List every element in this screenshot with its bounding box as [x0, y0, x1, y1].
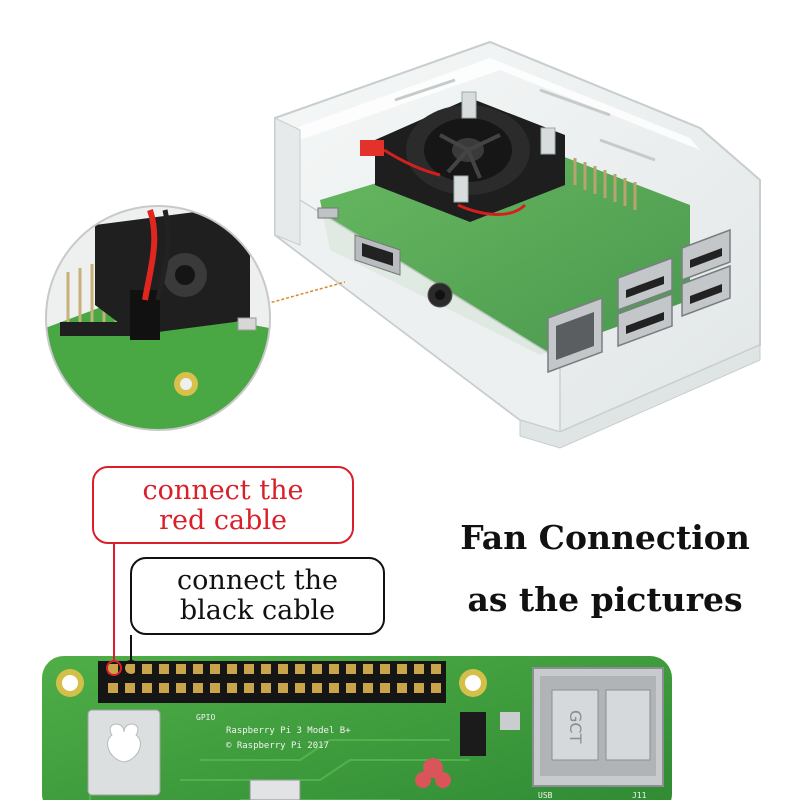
- board-model-text: Raspberry Pi 3 Model B+: [226, 726, 351, 736]
- gpio-pin: [261, 664, 271, 674]
- connector-label: J11: [632, 791, 647, 800]
- gpio-pin: [176, 664, 186, 674]
- gpio-pin: [295, 683, 305, 693]
- black-callout-line-1: connect the: [177, 565, 338, 596]
- gpio-pin: [176, 683, 186, 693]
- red-cable-callout: connect the red cable: [92, 466, 354, 544]
- black-callout-line-2: black cable: [179, 595, 336, 626]
- gpio-label: GPIO: [196, 713, 215, 722]
- gpio-pin: [312, 683, 322, 693]
- gpio-pin: [363, 664, 373, 674]
- gpio-pin: [397, 683, 407, 693]
- gpio-pin: [329, 683, 339, 693]
- gpio-pin: [278, 664, 288, 674]
- gpio-pin: [431, 683, 441, 693]
- usb-brand-text: GCT: [566, 710, 585, 744]
- gpio-pins: [108, 664, 441, 693]
- gpio-pin: [346, 683, 356, 693]
- gpio-pin: [295, 664, 305, 674]
- gpio-pin: [244, 683, 254, 693]
- red-callout-line-1: connect the: [142, 475, 304, 506]
- black-cable-callout: connect the black cable: [130, 557, 385, 635]
- gpio-pin: [193, 683, 203, 693]
- gpio-pin: [414, 683, 424, 693]
- board-copyright-text: © Raspberry Pi 2017: [226, 741, 329, 751]
- gpio-pin: [142, 664, 152, 674]
- gpio-pin: [210, 664, 220, 674]
- raspberry-pi-board: GPIO Raspberry Pi 3 Model B+ © Raspberry…: [42, 544, 672, 800]
- gpio-pin: [261, 683, 271, 693]
- gpio-pin: [159, 664, 169, 674]
- zoom-detail: [45, 205, 271, 431]
- gpio-pin: [380, 664, 390, 674]
- gpio-pin: [397, 664, 407, 674]
- acrylic-case: [273, 40, 761, 449]
- gpio-pin: [210, 683, 220, 693]
- gpio-pin: [227, 683, 237, 693]
- gpio-pin: [431, 664, 441, 674]
- red-callout-line-2: red cable: [159, 505, 287, 536]
- gpio-pin: [278, 683, 288, 693]
- gpio-pin: [142, 683, 152, 693]
- leader-line: [261, 281, 346, 306]
- gpio-pin: [227, 664, 237, 674]
- headline-line-1: Fan Connection: [460, 518, 750, 557]
- gpio-pin: [125, 683, 135, 693]
- usb-label: USB: [538, 791, 553, 800]
- gpio-pin: [312, 664, 322, 674]
- headline-line-2: as the pictures: [467, 580, 743, 619]
- gpio-pin: [108, 664, 118, 674]
- gpio-pin: [125, 664, 135, 674]
- gpio-pin: [346, 664, 356, 674]
- gpio-pin: [363, 683, 373, 693]
- gpio-pin: [108, 683, 118, 693]
- gpio-pin: [244, 664, 254, 674]
- gpio-pin: [380, 683, 390, 693]
- gpio-pin: [414, 664, 424, 674]
- gpio-pin: [193, 664, 203, 674]
- gpio-pin: [159, 683, 169, 693]
- gpio-pin: [329, 664, 339, 674]
